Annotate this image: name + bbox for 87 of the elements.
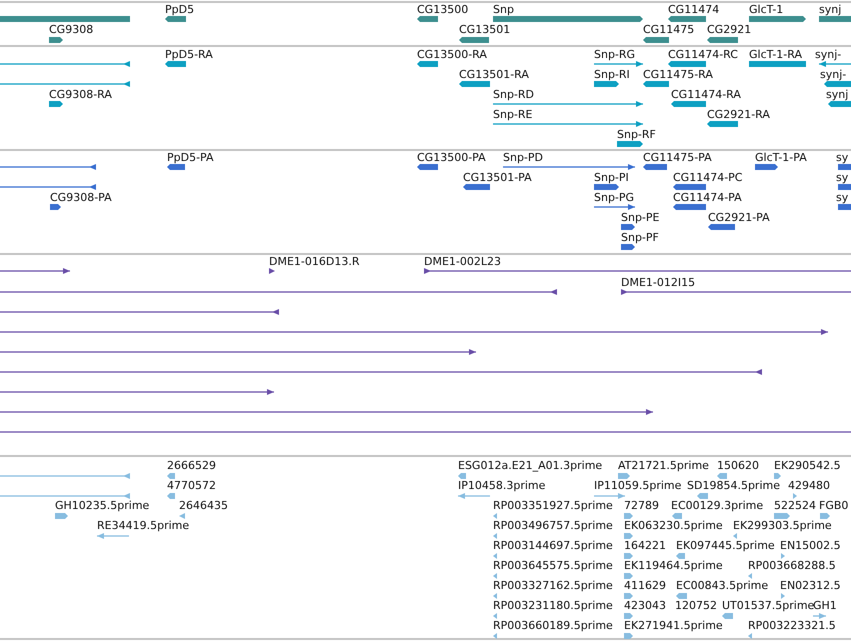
feature-label: DME1-016D13.R (269, 256, 360, 268)
feature-label: EC00129.3prime (671, 500, 764, 512)
feature-label: CG9308-PA (50, 192, 112, 204)
feature-label: 2666529 (167, 460, 216, 472)
feature-label: RP003668288.5 (748, 560, 836, 572)
feature-label: Snp-PG (594, 192, 634, 204)
feature-label: IP10458.3prime (458, 480, 546, 492)
feature-label: GlcT-1 (749, 4, 784, 16)
feature-label: CG11474-RA (671, 89, 741, 101)
feature-label: CG2921-RA (707, 109, 770, 121)
feature-label: PpD5 (165, 4, 194, 16)
feature-label: CG13500-RA (417, 49, 487, 61)
feature-label: CG11475 (643, 24, 694, 36)
feature-label: 150620 (717, 460, 759, 472)
feature-label: synj- (815, 49, 842, 61)
feature-label: CG2921 (707, 24, 752, 36)
feature-label: RP003660189.5prime (493, 620, 613, 632)
feature-label: EK119464.5prime (624, 560, 723, 572)
feature-label: CG9308 (49, 24, 94, 36)
feature-label: CG13501-PA (463, 172, 532, 184)
feature-label: Snp (493, 4, 514, 16)
feature-label: RP003645575.5prime (493, 560, 613, 572)
feature-label: 120752 (675, 600, 717, 612)
feature-label: EN15002.5 (780, 540, 841, 552)
feature-label: CG2921-PA (708, 212, 770, 224)
feature-label: EK063230.5prime (624, 520, 723, 532)
feature-label: CG11474-PA (673, 192, 742, 204)
feature-label: CG13500 (417, 4, 468, 16)
feature-label: IP11059.5prime (594, 480, 682, 492)
feature-label: SD19854.5prime (687, 480, 780, 492)
feature-label: 423043 (624, 600, 666, 612)
feature-label: CG9308-RA (49, 89, 112, 101)
feature-label: Snp-PE (621, 212, 660, 224)
feature-label: AT21721.5prime (618, 460, 709, 472)
feature-label: sy (836, 192, 848, 204)
feature-label: 411629 (624, 580, 666, 592)
feature-label: Snp-PD (503, 152, 544, 164)
feature-label: EN02312.5 (780, 580, 841, 592)
feature-label: DME1-002L23 (424, 256, 501, 268)
feature-label: RP003496757.5prime (493, 520, 613, 532)
feature-label: CG11474-PC (673, 172, 742, 184)
feature-label: synj (819, 4, 842, 16)
feature-label: 429480 (788, 480, 830, 492)
feature-label: CG11475-PA (643, 152, 712, 164)
feature-label: CG13500-PA (417, 152, 486, 164)
feature-label: RP003144697.5prime (493, 540, 613, 552)
feature-label: DME1-012I15 (621, 277, 696, 289)
feature-label: RP003327162.5prime (493, 580, 613, 592)
feature-label: CG13501-RA (459, 69, 529, 81)
feature-label: CG11474-RC (668, 49, 738, 61)
feature-label: 4770572 (167, 480, 216, 492)
feature-label: RE34419.5prime (97, 520, 190, 532)
feature-label: Snp-RE (493, 109, 532, 121)
feature-label: 164221 (624, 540, 666, 552)
feature-label: EC00843.5prime (676, 580, 768, 592)
feature-label: EK290542.5 (774, 460, 841, 472)
feature-label: RP003231180.5prime (493, 600, 613, 612)
feature-label: synj- (820, 69, 846, 81)
feature-label: sy (836, 152, 848, 164)
feature-label: UT01537.5prime (722, 600, 814, 612)
feature-label: EK299303.5prime (733, 520, 832, 532)
feature-label: Snp-RG (594, 49, 636, 61)
feature-label: 2646435 (179, 500, 228, 512)
feature-label: RP003223321.5 (748, 620, 836, 632)
feature-label: 522524 (774, 500, 816, 512)
feature-label: CG11474 (668, 4, 720, 16)
feature-label: PpD5-RA (165, 49, 213, 61)
feature-label: CG11475-RA (643, 69, 713, 81)
feature-label: Snp-PI (594, 172, 629, 184)
feature-label: RP003351927.5prime (493, 500, 613, 512)
feature-label: FGB0 (819, 500, 848, 512)
feature-label: synj (826, 89, 848, 101)
feature-label: EK097445.5prime (676, 540, 775, 552)
feature-label: GH10235.5prime (55, 500, 150, 512)
feature-label: sy (836, 172, 848, 184)
feature-label: CG13501 (459, 24, 510, 36)
feature-label: Snp-RD (493, 89, 534, 101)
feature-label: 72789 (624, 500, 659, 512)
feature-label: GH1 (813, 600, 837, 612)
feature-label: GlcT-1-RA (749, 49, 802, 61)
feature-label: PpD5-PA (167, 152, 214, 164)
feature-label: GlcT-1-PA (755, 152, 807, 164)
feature-label: ESG012a.E21_A01.3prime (458, 460, 602, 472)
feature-label: Snp-RF (617, 129, 656, 141)
feature-label: Snp-PF (621, 232, 659, 244)
feature-label: Snp-RI (594, 69, 630, 81)
feature-label: EK271941.5prime (624, 620, 723, 632)
